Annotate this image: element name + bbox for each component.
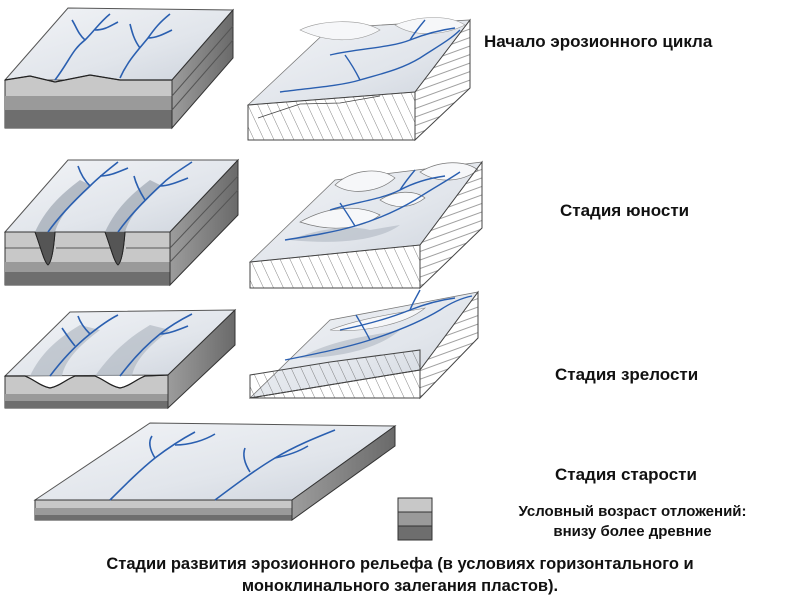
strata-side xyxy=(419,160,483,290)
legend-line-2: внизу более древние xyxy=(553,523,712,540)
river-network xyxy=(49,313,193,377)
river-network xyxy=(47,161,193,233)
river-network xyxy=(279,19,461,93)
river-network xyxy=(284,289,473,361)
stage-label-start: Начало эрозионного цикла xyxy=(484,32,713,51)
block-monoclinal-maturity xyxy=(248,289,479,400)
block-monoclinal-initial xyxy=(246,17,471,142)
block-horizontal-maturity xyxy=(3,308,237,410)
river-network xyxy=(284,169,461,241)
caption-line-2: моноклинального залегания пластов). xyxy=(241,577,559,595)
stage-label-youth: Стадия юности xyxy=(560,201,690,220)
block-horizontal-initial xyxy=(3,7,235,130)
block-horizontal-old-age xyxy=(33,422,397,521)
strata-side xyxy=(291,425,396,521)
river-network xyxy=(109,429,336,501)
stage-label-maturity: Стадия зрелости xyxy=(555,365,699,384)
block-horizontal-youth xyxy=(3,158,240,287)
figure-caption: Стадии развития эрозионного рельефа (в у… xyxy=(20,553,780,597)
stage-label-old-age: Стадия старости xyxy=(555,465,697,484)
strata-side xyxy=(419,290,479,400)
caption-line-1: Стадии развития эрозионного рельефа (в у… xyxy=(106,555,694,573)
strata-side xyxy=(169,158,239,287)
river-network xyxy=(54,13,173,81)
legend-line-1: Условный возраст отложений: xyxy=(518,503,747,520)
strata-side xyxy=(167,308,236,410)
strata-side xyxy=(414,18,471,142)
block-monoclinal-youth xyxy=(248,160,483,290)
legend-text: Условный возраст отложений: внизу более … xyxy=(490,502,775,542)
strata-side xyxy=(171,8,234,130)
legend-age-swatch xyxy=(397,497,433,541)
